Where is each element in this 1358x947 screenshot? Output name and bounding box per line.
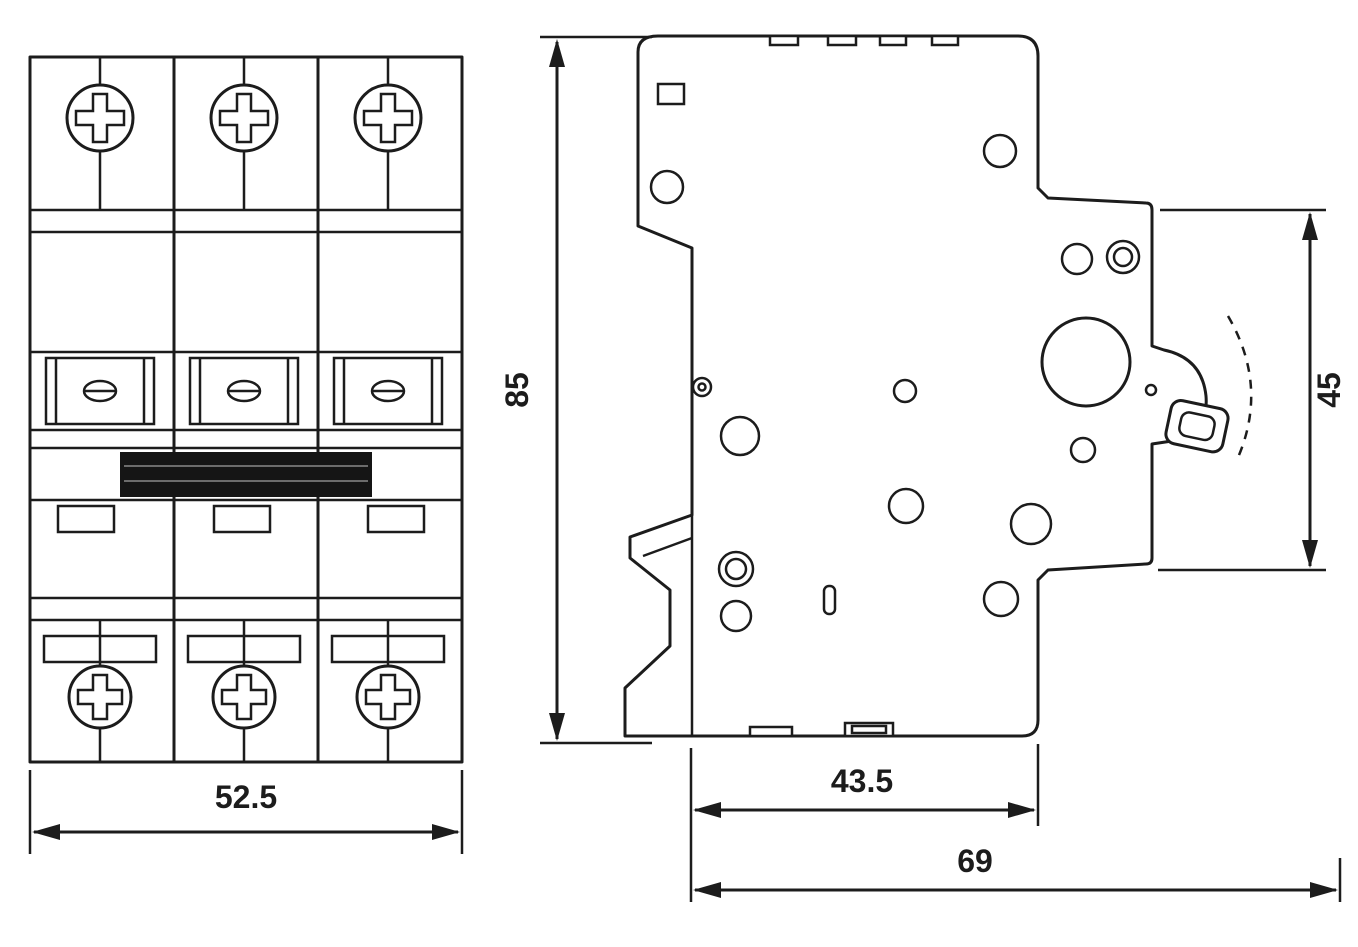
front-body-outline (28, 55, 464, 764)
top-tab-1 (768, 34, 800, 47)
overall-depth-label: 69 (957, 843, 993, 879)
dimension-mount-depth: 43.5 (689, 744, 1040, 902)
top-terminal-screw-1 (65, 57, 135, 210)
top-tab-4 (930, 34, 960, 47)
top-terminal-screw-2 (209, 57, 279, 210)
mount-depth-label: 43.5 (831, 763, 893, 799)
rivet-hole (649, 169, 685, 205)
label-window-1 (56, 504, 116, 534)
pivot-dot (1144, 383, 1158, 397)
slot-hole (822, 584, 837, 616)
toggle-housing-1 (44, 356, 156, 426)
latch-section-label: 45 (1311, 372, 1347, 408)
toggle-housing-2 (188, 356, 300, 426)
label-window-2 (212, 504, 272, 534)
label-window-3 (366, 504, 426, 534)
front-width-label: 52.5 (215, 779, 277, 815)
operating-lever (1164, 399, 1230, 454)
overall-height-label: 85 (499, 372, 535, 408)
vent-slot (656, 82, 686, 106)
toggle-housing-3 (332, 356, 444, 426)
bottom-terminal-screw-3 (355, 620, 421, 762)
top-tab-3 (878, 34, 908, 47)
dimension-front-width: 52.5 (28, 770, 464, 854)
dimension-latch-height: 45 (1158, 208, 1347, 572)
toggle-handle-bar (120, 452, 372, 497)
bottom-terminal-screw-1 (67, 620, 133, 762)
mechanism-bore (1040, 316, 1132, 408)
dimension-overall-height: 85 (499, 35, 652, 745)
front-view (28, 55, 464, 764)
side-view (623, 34, 1253, 738)
top-terminal-screw-3 (353, 57, 423, 210)
top-tab-2 (826, 34, 858, 47)
dimension-overall-depth: 69 (693, 843, 1342, 902)
bottom-terminal-screw-2 (211, 620, 277, 762)
lever-travel-arc (1226, 315, 1253, 463)
bottom-tab-1 (748, 725, 794, 738)
